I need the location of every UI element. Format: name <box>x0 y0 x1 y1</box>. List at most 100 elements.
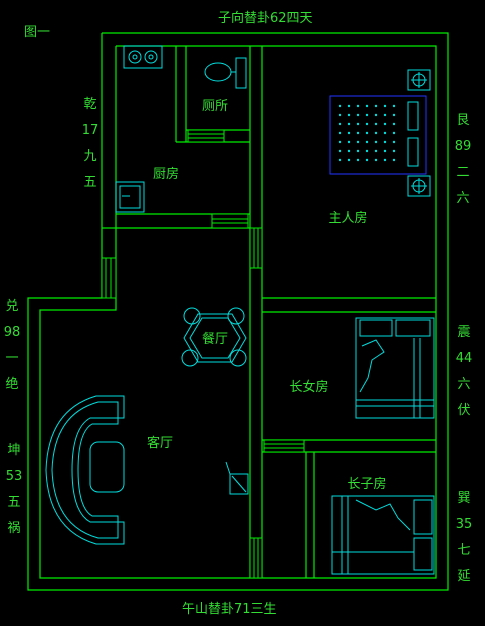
svg-text:九: 九 <box>83 149 96 164</box>
svg-text:坤: 坤 <box>7 443 20 458</box>
bed-pattern-dot <box>392 149 396 153</box>
svg-text:巽: 巽 <box>457 491 470 506</box>
room-toilet: 厕所 <box>202 99 228 114</box>
bed-pattern-dot <box>338 149 342 153</box>
bed-pattern-dot <box>356 104 360 108</box>
bed-pattern-dot <box>347 140 351 144</box>
bed-pattern-dot <box>374 122 378 126</box>
sofa-icon <box>45 395 125 545</box>
bed-pattern-dot <box>374 140 378 144</box>
bed-pattern-dot <box>347 122 351 126</box>
bed-pattern-dot <box>392 140 396 144</box>
left-label-qian: 乾 17 九 五 <box>82 97 99 190</box>
bed-pattern-dot <box>383 113 387 117</box>
svg-text:44: 44 <box>456 351 473 366</box>
master-bed-icon <box>329 69 431 197</box>
bed-pattern-dot <box>347 131 351 135</box>
svg-text:绝: 绝 <box>5 376 18 392</box>
svg-text:89: 89 <box>455 139 472 154</box>
right-label-zhen: 震 44 六 伏 <box>456 325 473 418</box>
bed-pattern-dot <box>374 131 378 135</box>
svg-text:震: 震 <box>457 325 470 340</box>
bed-pattern-dot <box>383 158 387 162</box>
svg-text:延: 延 <box>457 569 470 584</box>
bed-pattern-dot <box>365 131 369 135</box>
bed-pattern-dot <box>383 104 387 108</box>
furniture <box>45 45 435 575</box>
bed-pattern-dot <box>365 104 369 108</box>
bed-pattern-dot <box>347 104 351 108</box>
bed-pattern-dot <box>338 122 342 126</box>
bed-pattern-dot <box>392 131 396 135</box>
svg-text:六: 六 <box>457 377 470 392</box>
svg-text:伏: 伏 <box>457 403 470 418</box>
svg-text:五: 五 <box>7 495 20 510</box>
left-label-kun: 坤 53 五 祸 <box>6 443 23 536</box>
room-dining: 餐厅 <box>202 331 228 347</box>
left-label-dui: 兑 98 一 绝 <box>4 299 21 392</box>
bottom-direction-label: 午山替卦71三生 <box>182 602 277 617</box>
svg-text:乾: 乾 <box>83 97 96 112</box>
bed-pattern-dot <box>383 140 387 144</box>
right-label-xun: 巽 35 七 延 <box>456 491 473 584</box>
bed-pattern-dot <box>338 140 342 144</box>
svg-text:17: 17 <box>82 123 99 138</box>
svg-text:祸: 祸 <box>7 521 20 536</box>
bed-pattern-dot <box>374 158 378 162</box>
bed-pattern-dot <box>356 122 360 126</box>
bed-pattern-dot <box>392 158 396 162</box>
bed-pattern-dot <box>347 113 351 117</box>
bed-pattern-dot <box>365 122 369 126</box>
bed-pattern-dot <box>347 149 351 153</box>
stove-icon <box>123 45 163 69</box>
bed-pattern-dot <box>365 158 369 162</box>
room-kitchen: 厨房 <box>153 166 179 182</box>
bed-pattern-dot <box>374 104 378 108</box>
bed-pattern-dot <box>338 158 342 162</box>
sink-icon <box>115 181 145 213</box>
daughter-bed-icon <box>355 317 435 419</box>
right-label-gen: 艮 89 二 六 <box>455 113 472 206</box>
son-bed-icon <box>331 495 435 575</box>
svg-text:兑: 兑 <box>5 299 18 314</box>
bed-pattern-dot <box>347 158 351 162</box>
bed-pattern-dot <box>365 113 369 117</box>
svg-text:98: 98 <box>4 325 21 340</box>
svg-text:艮: 艮 <box>456 113 469 128</box>
bed-pattern-dot <box>356 149 360 153</box>
bed-pattern-dot <box>383 122 387 126</box>
svg-text:六: 六 <box>456 191 469 206</box>
svg-text:二: 二 <box>456 165 469 180</box>
bed-pattern-dot <box>365 149 369 153</box>
bed-pattern-dot <box>383 149 387 153</box>
figure-label: 图一 <box>24 25 50 40</box>
svg-text:53: 53 <box>6 469 23 484</box>
bed-pattern-dot <box>365 140 369 144</box>
svg-text:七: 七 <box>457 543 470 558</box>
toilet-icon <box>204 57 247 89</box>
bed-pattern-dot <box>356 131 360 135</box>
bed-pattern-dot <box>356 113 360 117</box>
nightstand-top-icon <box>407 69 431 91</box>
bed-pattern-dot <box>356 140 360 144</box>
bed-pattern-dot <box>392 113 396 117</box>
room-living: 客厅 <box>147 435 173 451</box>
svg-text:五: 五 <box>83 175 96 190</box>
svg-text:一: 一 <box>5 351 18 366</box>
room-eldest-daughter: 长女房 <box>289 379 328 395</box>
bed-pattern-dot <box>383 131 387 135</box>
bed-pattern-dot <box>356 158 360 162</box>
tv-icon <box>225 461 249 495</box>
openings <box>101 129 305 579</box>
inner-wall <box>39 45 437 579</box>
bed-pattern-dot <box>374 113 378 117</box>
bed-pattern-dot <box>392 122 396 126</box>
room-master-bedroom: 主人房 <box>328 210 367 226</box>
nightstand-bottom-icon <box>407 175 431 197</box>
bed-pattern-dot <box>392 104 396 108</box>
dining-table-icon <box>181 307 247 367</box>
bed-pattern-dot <box>338 113 342 117</box>
bed-pattern-dot <box>338 131 342 135</box>
bed-pattern-dot <box>374 149 378 153</box>
